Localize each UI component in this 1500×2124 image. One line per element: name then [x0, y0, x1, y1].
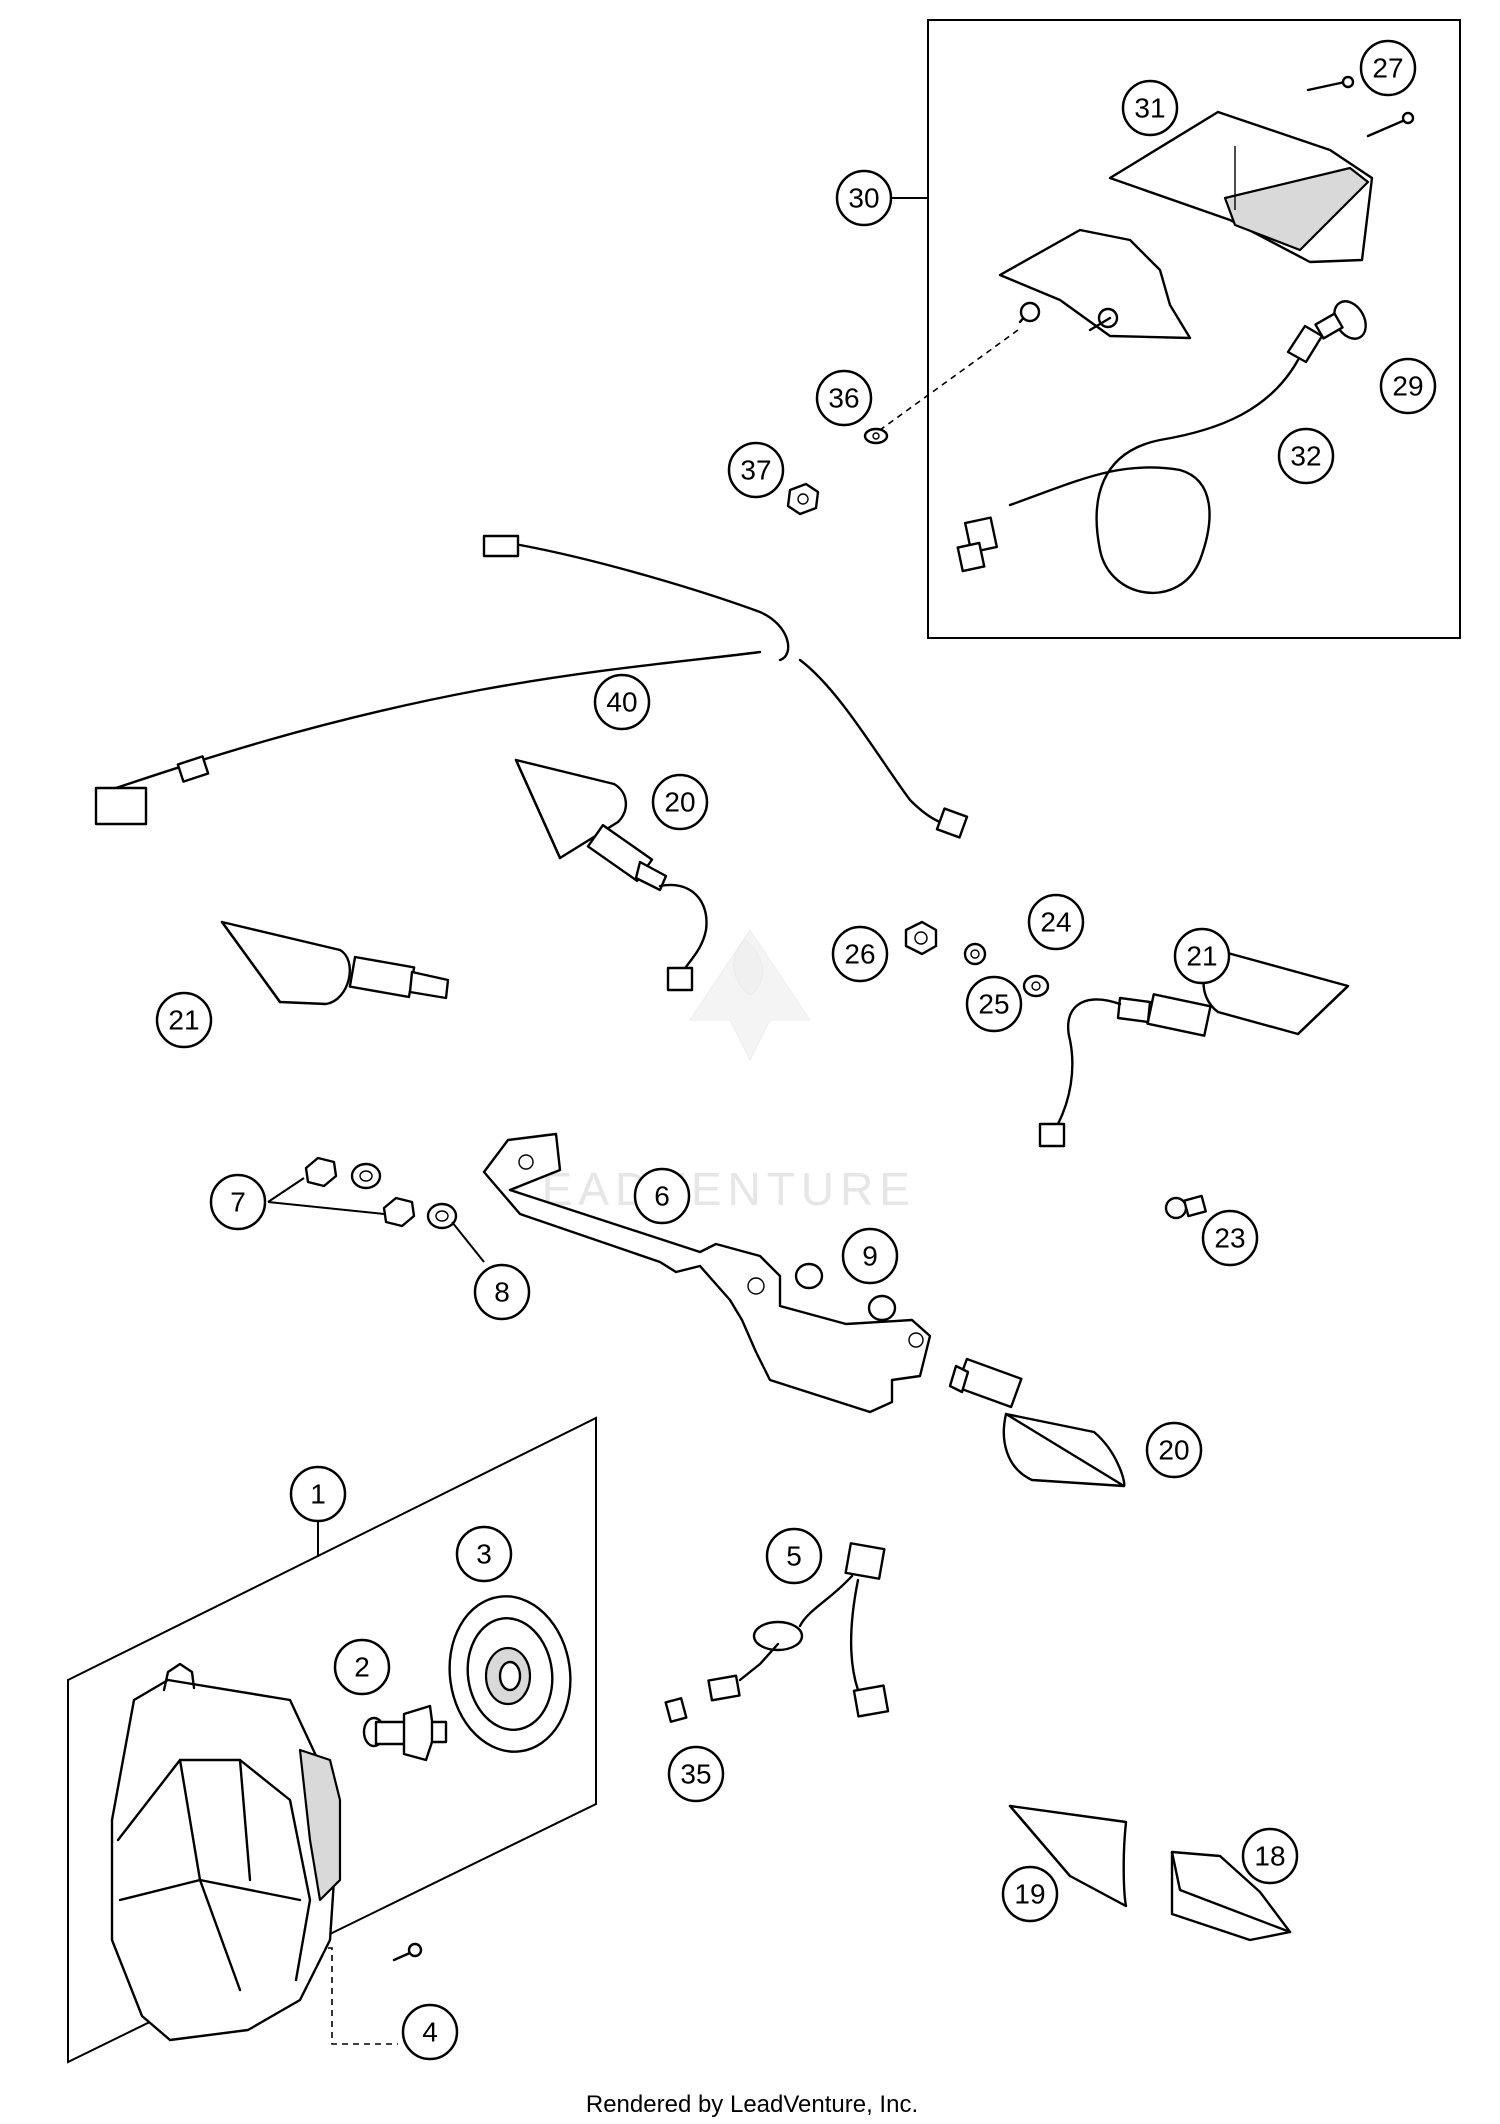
lock-washer-25 — [963, 942, 987, 966]
svg-text:26: 26 — [844, 939, 875, 970]
callout-29: 29 — [1379, 357, 1437, 415]
callout-25: 25 — [965, 975, 1023, 1033]
indicator-lens-19 — [1008, 1804, 1128, 1908]
svg-text:29: 29 — [1392, 371, 1423, 402]
indicator-lens-18 — [1170, 1850, 1292, 1942]
screw-4 — [392, 1942, 423, 1962]
parking-light-socket-5 — [707, 1542, 890, 1718]
spacer-8 — [350, 1162, 458, 1230]
svg-text:27: 27 — [1372, 53, 1403, 84]
tail-light-harness-32 — [956, 324, 1324, 594]
mounting-bracket-6 — [482, 1132, 932, 1414]
svg-text:25: 25 — [978, 989, 1009, 1020]
callout-30: 30 — [835, 169, 893, 227]
svg-text:32: 32 — [1290, 441, 1321, 472]
svg-text:36: 36 — [828, 383, 859, 414]
callout-24: 24 — [1027, 893, 1085, 951]
bulb-29 — [1314, 300, 1367, 340]
callout-6: 6 — [633, 1167, 691, 1225]
turn-signal-21-left — [220, 920, 450, 1006]
svg-text:30: 30 — [848, 183, 879, 214]
nut-37 — [786, 482, 820, 516]
callout-1: 1 — [289, 1465, 347, 1523]
svg-text:2: 2 — [354, 1652, 370, 1683]
grommet-9 — [794, 1262, 897, 1322]
watermark-text: LEADVENTURE — [510, 1163, 916, 1215]
tail-light-housing — [998, 228, 1192, 340]
svg-text:20: 20 — [664, 787, 695, 818]
callout-20-lower: 20 — [1145, 1421, 1203, 1479]
watermark-logo: LEADVENTURE — [510, 929, 916, 1215]
callout-18: 18 — [1241, 1827, 1299, 1885]
svg-text:37: 37 — [740, 455, 771, 486]
headlight-housing-1 — [110, 1662, 342, 2042]
screw-27 — [1306, 75, 1415, 138]
dust-cover-3 — [448, 1595, 572, 1753]
bulb-23 — [1164, 1194, 1207, 1220]
svg-text:9: 9 — [862, 1241, 878, 1272]
svg-text:24: 24 — [1040, 907, 1071, 938]
assembly-line-dash — [879, 329, 1019, 431]
callout-2: 2 — [333, 1638, 391, 1696]
callout-21-right: 21 — [1173, 927, 1231, 985]
turn-signal-harness-40 — [94, 534, 969, 839]
svg-text:21: 21 — [168, 1005, 199, 1036]
callout-3: 3 — [455, 1525, 513, 1583]
callout-35: 35 — [667, 1745, 725, 1803]
callout-37: 37 — [727, 441, 785, 499]
callout-21-left: 21 — [155, 991, 213, 1049]
callout-8: 8 — [473, 1263, 531, 1321]
svg-text:31: 31 — [1134, 93, 1165, 124]
svg-text:20: 20 — [1158, 1435, 1189, 1466]
callout-20-upper: 20 — [651, 773, 709, 831]
tail-light-lens-31 — [1108, 110, 1374, 264]
callout-4: 4 — [401, 2003, 459, 2061]
turn-signal-20-lower — [948, 1357, 1126, 1488]
bulb-35 — [664, 1697, 688, 1723]
turn-signal-20-upper — [514, 758, 708, 992]
callout-19: 19 — [1001, 1865, 1059, 1923]
callout-23: 23 — [1201, 1209, 1259, 1267]
svg-text:5: 5 — [786, 1541, 802, 1572]
svg-text:3: 3 — [476, 1539, 492, 1570]
svg-text:21: 21 — [1186, 941, 1217, 972]
svg-text:1: 1 — [310, 1479, 326, 1510]
svg-text:4: 4 — [422, 2017, 438, 2048]
callout-27: 27 — [1359, 39, 1417, 97]
callout-5: 5 — [765, 1527, 823, 1585]
svg-text:8: 8 — [494, 1277, 510, 1308]
callout-40: 40 — [593, 673, 651, 731]
svg-text:7: 7 — [230, 1187, 246, 1218]
svg-text:19: 19 — [1014, 1879, 1045, 1910]
svg-text:18: 18 — [1254, 1841, 1285, 1872]
svg-text:40: 40 — [606, 687, 637, 718]
headlight-assembly-frame — [67, 1416, 597, 2064]
callout-32: 32 — [1277, 427, 1335, 485]
spacer-7 — [304, 1156, 416, 1228]
washer-36 — [863, 427, 889, 445]
callout-26: 26 — [831, 925, 889, 983]
tail-light-kit-frame — [927, 19, 1461, 639]
svg-text:35: 35 — [680, 1759, 711, 1790]
callout-36: 36 — [815, 369, 873, 427]
svg-text:23: 23 — [1214, 1223, 1245, 1254]
nut-26 — [904, 920, 938, 956]
washer-24 — [1022, 974, 1050, 998]
callout-9: 9 — [841, 1227, 899, 1285]
callout-7: 7 — [209, 1173, 267, 1231]
callout-31: 31 — [1121, 79, 1179, 137]
headlight-bulb-2 — [362, 1704, 448, 1762]
footer-credit: Rendered by LeadVenture, Inc. — [586, 2091, 918, 2118]
svg-text:6: 6 — [654, 1181, 670, 1212]
